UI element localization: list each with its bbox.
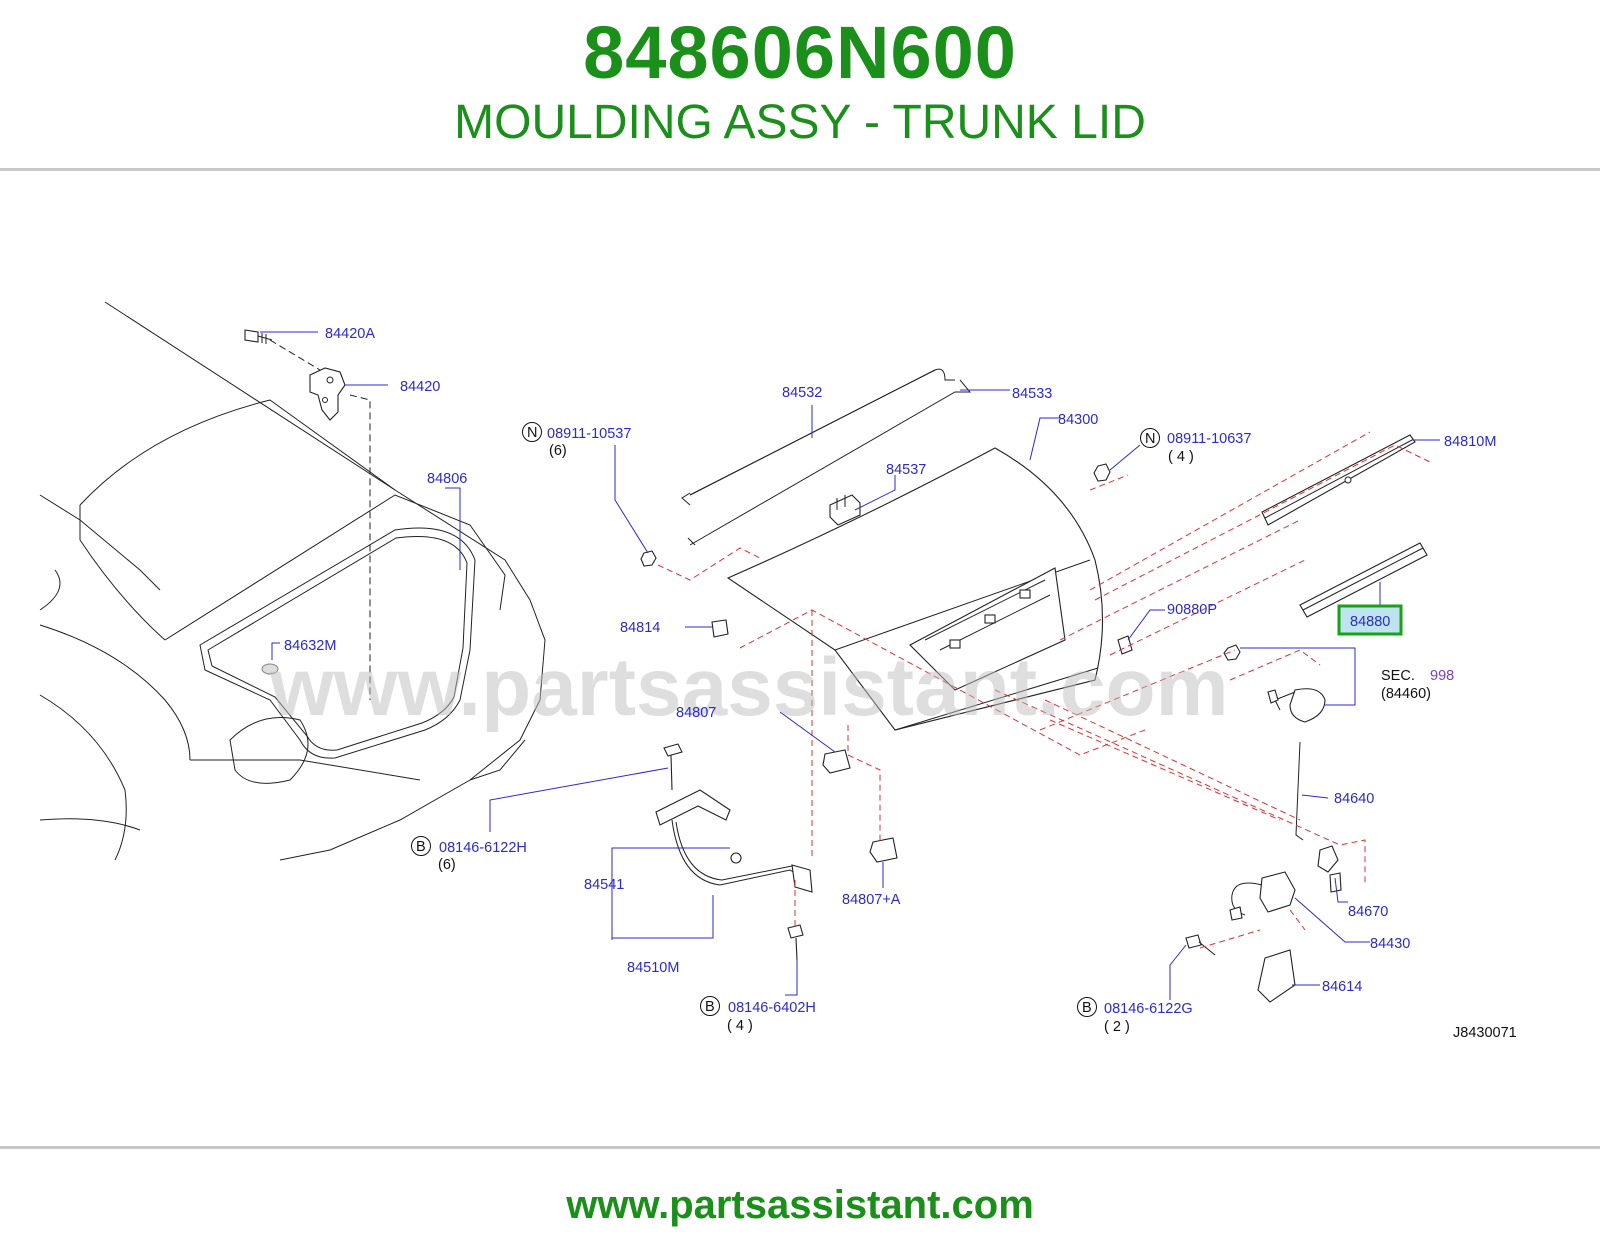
bumper-84814: [711, 619, 729, 638]
callout-84810m[interactable]: 84810M: [1444, 434, 1496, 450]
bolt-08146-6402h: [787, 924, 804, 961]
callout-labels: 84420A 84420 84806 84632M 84532 84533 84…: [284, 326, 1517, 1041]
callout-90880p[interactable]: 90880P: [1167, 602, 1217, 618]
callout-84806[interactable]: 84806: [427, 471, 467, 487]
callout-84533[interactable]: 84533: [1012, 386, 1052, 402]
badge-b-08146-6122h: [411, 836, 431, 856]
bolt-08146-6122g: [1185, 934, 1216, 956]
callout-84614[interactable]: 84614: [1322, 979, 1362, 995]
badge-b-letter-2: B: [705, 999, 715, 1015]
leader-lines: [260, 331, 1440, 1000]
callout-84541[interactable]: 84541: [584, 877, 624, 893]
qty-08146-6402h: ( 4 ): [727, 1018, 753, 1034]
callout-08146-6402h[interactable]: 08146-6402H: [728, 1000, 816, 1016]
diagram-code: J8430071: [1453, 1025, 1517, 1041]
badge-b-08146-6402h: [700, 996, 720, 1016]
moulding-84810m: [1261, 434, 1416, 526]
car-body-illustration: [39, 301, 546, 861]
badge-b-letter-3: B: [1082, 1000, 1092, 1016]
callout-84880[interactable]: 84880: [1350, 614, 1390, 630]
callout-08911-10537[interactable]: 08911-10537: [547, 426, 631, 442]
footer-website-link[interactable]: www.partsassistant.com: [566, 1183, 1034, 1227]
nut-08911-10537: [640, 550, 657, 567]
callout-84670[interactable]: 84670: [1348, 904, 1388, 920]
footer-divider: [0, 1146, 1600, 1149]
wire-clip-84537: [829, 494, 861, 526]
callout-84430[interactable]: 84430: [1370, 936, 1410, 952]
bolt-08146-6122h: [663, 743, 683, 791]
callout-08146-6122g[interactable]: 08146-6122G: [1104, 1001, 1193, 1017]
header-divider: [0, 168, 1600, 171]
qty-08146-6122g: ( 2 ): [1104, 1019, 1130, 1035]
callout-84537[interactable]: 84537: [886, 462, 926, 478]
sec-number[interactable]: 998: [1430, 668, 1454, 684]
sec-ref: (84460): [1381, 686, 1431, 702]
callout-84300[interactable]: 84300: [1058, 412, 1098, 428]
trunk-lid-84300: [726, 447, 1104, 731]
rod-84640: [1295, 741, 1304, 841]
sec-label: SEC.: [1381, 668, 1415, 684]
striker-84614: [1257, 949, 1296, 1003]
page-header: 848606N600 MOULDING ASSY - TRUNK LID: [0, 0, 1600, 170]
badge-b-08146-6122g: [1077, 997, 1097, 1017]
moulding-84880: [1299, 542, 1428, 618]
highlight-box-84880: [1337, 604, 1403, 636]
watermark-text: www.partsassistant.com: [269, 642, 1229, 733]
badge-n-letter: N: [527, 425, 537, 441]
callout-84510m[interactable]: 84510M: [627, 960, 679, 976]
callout-84420a[interactable]: 84420A: [325, 326, 375, 342]
callout-84814[interactable]: 84814: [620, 620, 660, 636]
badge-n-08911-10637: [1140, 428, 1160, 448]
callout-84640[interactable]: 84640: [1334, 791, 1374, 807]
callout-84632m[interactable]: 84632M: [284, 638, 336, 654]
badge-n-08911-10537: [522, 422, 542, 442]
badge-n-letter-2: N: [1145, 431, 1155, 447]
qty-08911-10537: (6): [549, 443, 567, 459]
badge-b-letter: B: [416, 839, 426, 855]
lock-cylinder: [1223, 644, 1326, 723]
part-number-title: 848606N600: [583, 11, 1017, 94]
callout-84807a[interactable]: 84807+A: [842, 892, 901, 908]
bumper-84807: [822, 749, 851, 774]
qty-08911-10637: ( 4 ): [1168, 449, 1194, 465]
bumper-84807a: [869, 837, 898, 863]
callout-84420[interactable]: 84420: [400, 379, 440, 395]
pad-84632m: [261, 663, 279, 675]
trunk-hinge-84420: [244, 329, 346, 421]
hinge-assembly-84541: [655, 789, 813, 893]
part-description: MOULDING ASSY - TRUNK LID: [454, 96, 1146, 149]
callout-84807[interactable]: 84807: [676, 705, 716, 721]
switch-84670: [1317, 845, 1342, 893]
callout-84532[interactable]: 84532: [782, 385, 822, 401]
nut-08911-10637: [1093, 463, 1111, 482]
callout-08911-10637[interactable]: 08911-10637: [1167, 431, 1251, 447]
qty-08146-6122h: (6): [438, 857, 456, 873]
callout-08146-6122h[interactable]: 08146-6122H: [439, 840, 527, 856]
trunk-lock-84430: [1229, 871, 1296, 921]
